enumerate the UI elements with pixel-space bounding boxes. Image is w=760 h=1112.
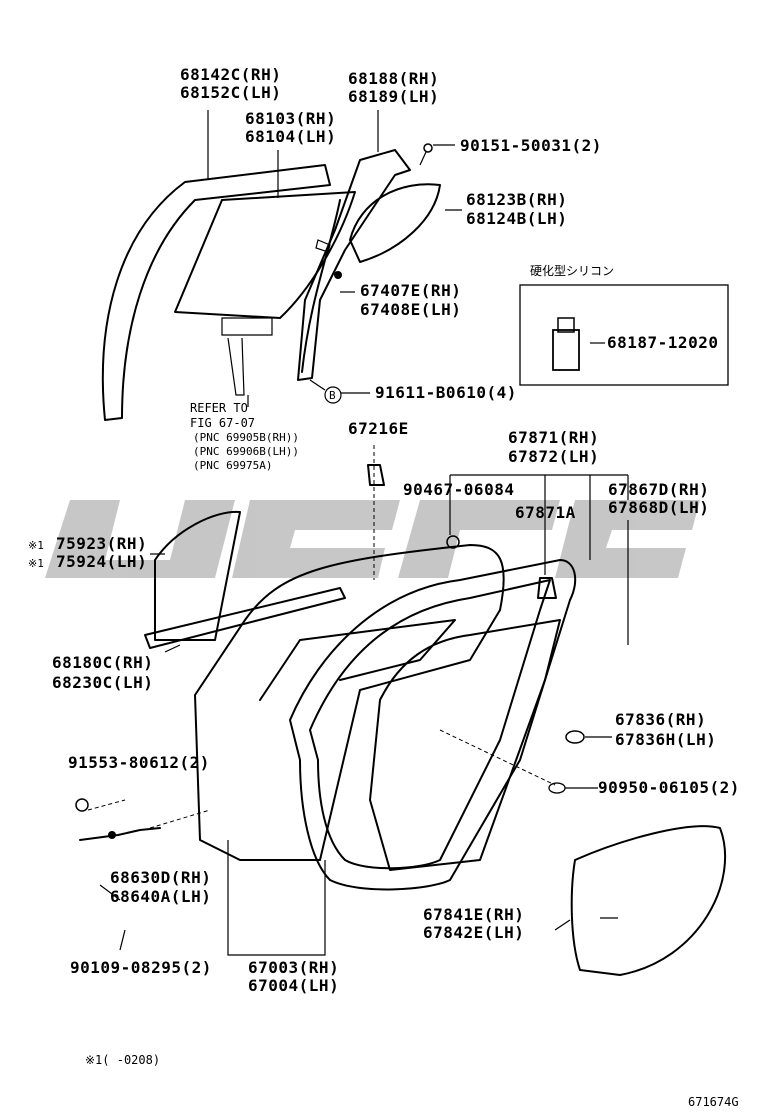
leader-lines xyxy=(87,110,629,956)
label-pnc2: (PNC 69906B(LH)) xyxy=(193,445,299,458)
label-67003: 67003(RH) xyxy=(248,958,339,977)
label-67836h: 67836H(LH) xyxy=(615,730,716,749)
door-check-68630d xyxy=(75,798,161,841)
label-pnc1: (PNC 69905B(RH)) xyxy=(193,431,299,444)
label-68630d: 68630D(RH) xyxy=(110,868,211,887)
label-68124b: 68124B(LH) xyxy=(466,209,567,228)
label-67841e: 67841E(RH) xyxy=(423,905,524,924)
clip-67216e xyxy=(367,464,385,486)
figure-id: 671674G xyxy=(688,1095,739,1109)
rear-door-panel-67003 xyxy=(194,544,505,861)
label-90151: 90151-50031(2) xyxy=(460,136,602,155)
label-fig: FIG 67-07 xyxy=(190,416,255,430)
label-68142c: 68142C(RH) xyxy=(180,65,281,84)
screw-90151 xyxy=(419,143,433,166)
label-pnc3: (PNC 69975A) xyxy=(193,459,272,472)
label-91553: 91553-80612(2) xyxy=(68,753,210,772)
label-68123b: 68123B(RH) xyxy=(466,190,567,209)
label-68180c: 68180C(RH) xyxy=(52,653,153,672)
label-75923: 75923(RH) xyxy=(56,534,147,553)
callout-b: B xyxy=(329,389,336,402)
division-bar-68188 xyxy=(297,149,411,381)
silicone-box xyxy=(519,284,729,386)
mark-1b: ※1 xyxy=(28,557,44,570)
door-glass-68103 xyxy=(174,191,356,396)
quarter-glass-68123b xyxy=(349,183,441,263)
label-67868d: 67868D(LH) xyxy=(608,498,709,517)
label-67836: 67836(RH) xyxy=(615,710,706,729)
label-68189: 68189(LH) xyxy=(348,87,439,106)
clip-90467 xyxy=(446,535,460,549)
watermark-logo xyxy=(45,500,700,578)
label-90467: 90467-06084 xyxy=(403,480,514,499)
label-68152c: 68152C(LH) xyxy=(180,83,281,102)
label-67408e: 67408E(LH) xyxy=(360,300,461,319)
label-67871: 67871(RH) xyxy=(508,428,599,447)
rear-channel-67407e xyxy=(301,199,342,373)
hole-plug-90950 xyxy=(548,782,566,794)
label-68103: 68103(RH) xyxy=(245,109,336,128)
label-68188: 68188(RH) xyxy=(348,69,439,88)
trim-panel-67841e xyxy=(570,825,727,976)
inner-weatherstrip-67867 xyxy=(369,619,561,871)
grommet-67836 xyxy=(565,730,585,744)
label-67216e: 67216E xyxy=(348,419,409,438)
clip-91611-callout xyxy=(324,386,342,404)
label-68187: 68187-12020 xyxy=(607,333,718,352)
label-91611: 91611-B0610(4) xyxy=(375,383,517,402)
label-68104: 68104(LH) xyxy=(245,127,336,146)
label-75924: 75924(LH) xyxy=(56,552,147,571)
label-90109: 90109-08295(2) xyxy=(70,958,212,977)
label-silicone: 硬化型シリコン xyxy=(530,264,614,278)
belt-moulding-68180c xyxy=(144,510,346,649)
outer-glass-run-68142c xyxy=(101,164,331,421)
label-67872: 67872(LH) xyxy=(508,447,599,466)
label-67867d: 67867D(RH) xyxy=(608,480,709,499)
clip-67871a xyxy=(537,577,557,599)
footnote: ※1( -0208) xyxy=(85,1053,160,1067)
label-67871a: 67871A xyxy=(515,503,576,522)
label-90950: 90950-06105(2) xyxy=(598,778,740,797)
label-68230c: 68230C(LH) xyxy=(52,673,153,692)
label-refer: REFER TO xyxy=(190,401,248,415)
label-67004: 67004(LH) xyxy=(248,976,339,995)
weatherstrip-67871 xyxy=(289,559,577,891)
part-labels: 68142C(RH) 68152C(LH) 68188(RH) 68189(LH… xyxy=(28,65,740,1109)
label-67407e: 67407E(RH) xyxy=(360,281,461,300)
label-68640a: 68640A(LH) xyxy=(110,887,211,906)
label-67842e: 67842E(LH) xyxy=(423,923,524,942)
mark-1a: ※1 xyxy=(28,539,44,552)
